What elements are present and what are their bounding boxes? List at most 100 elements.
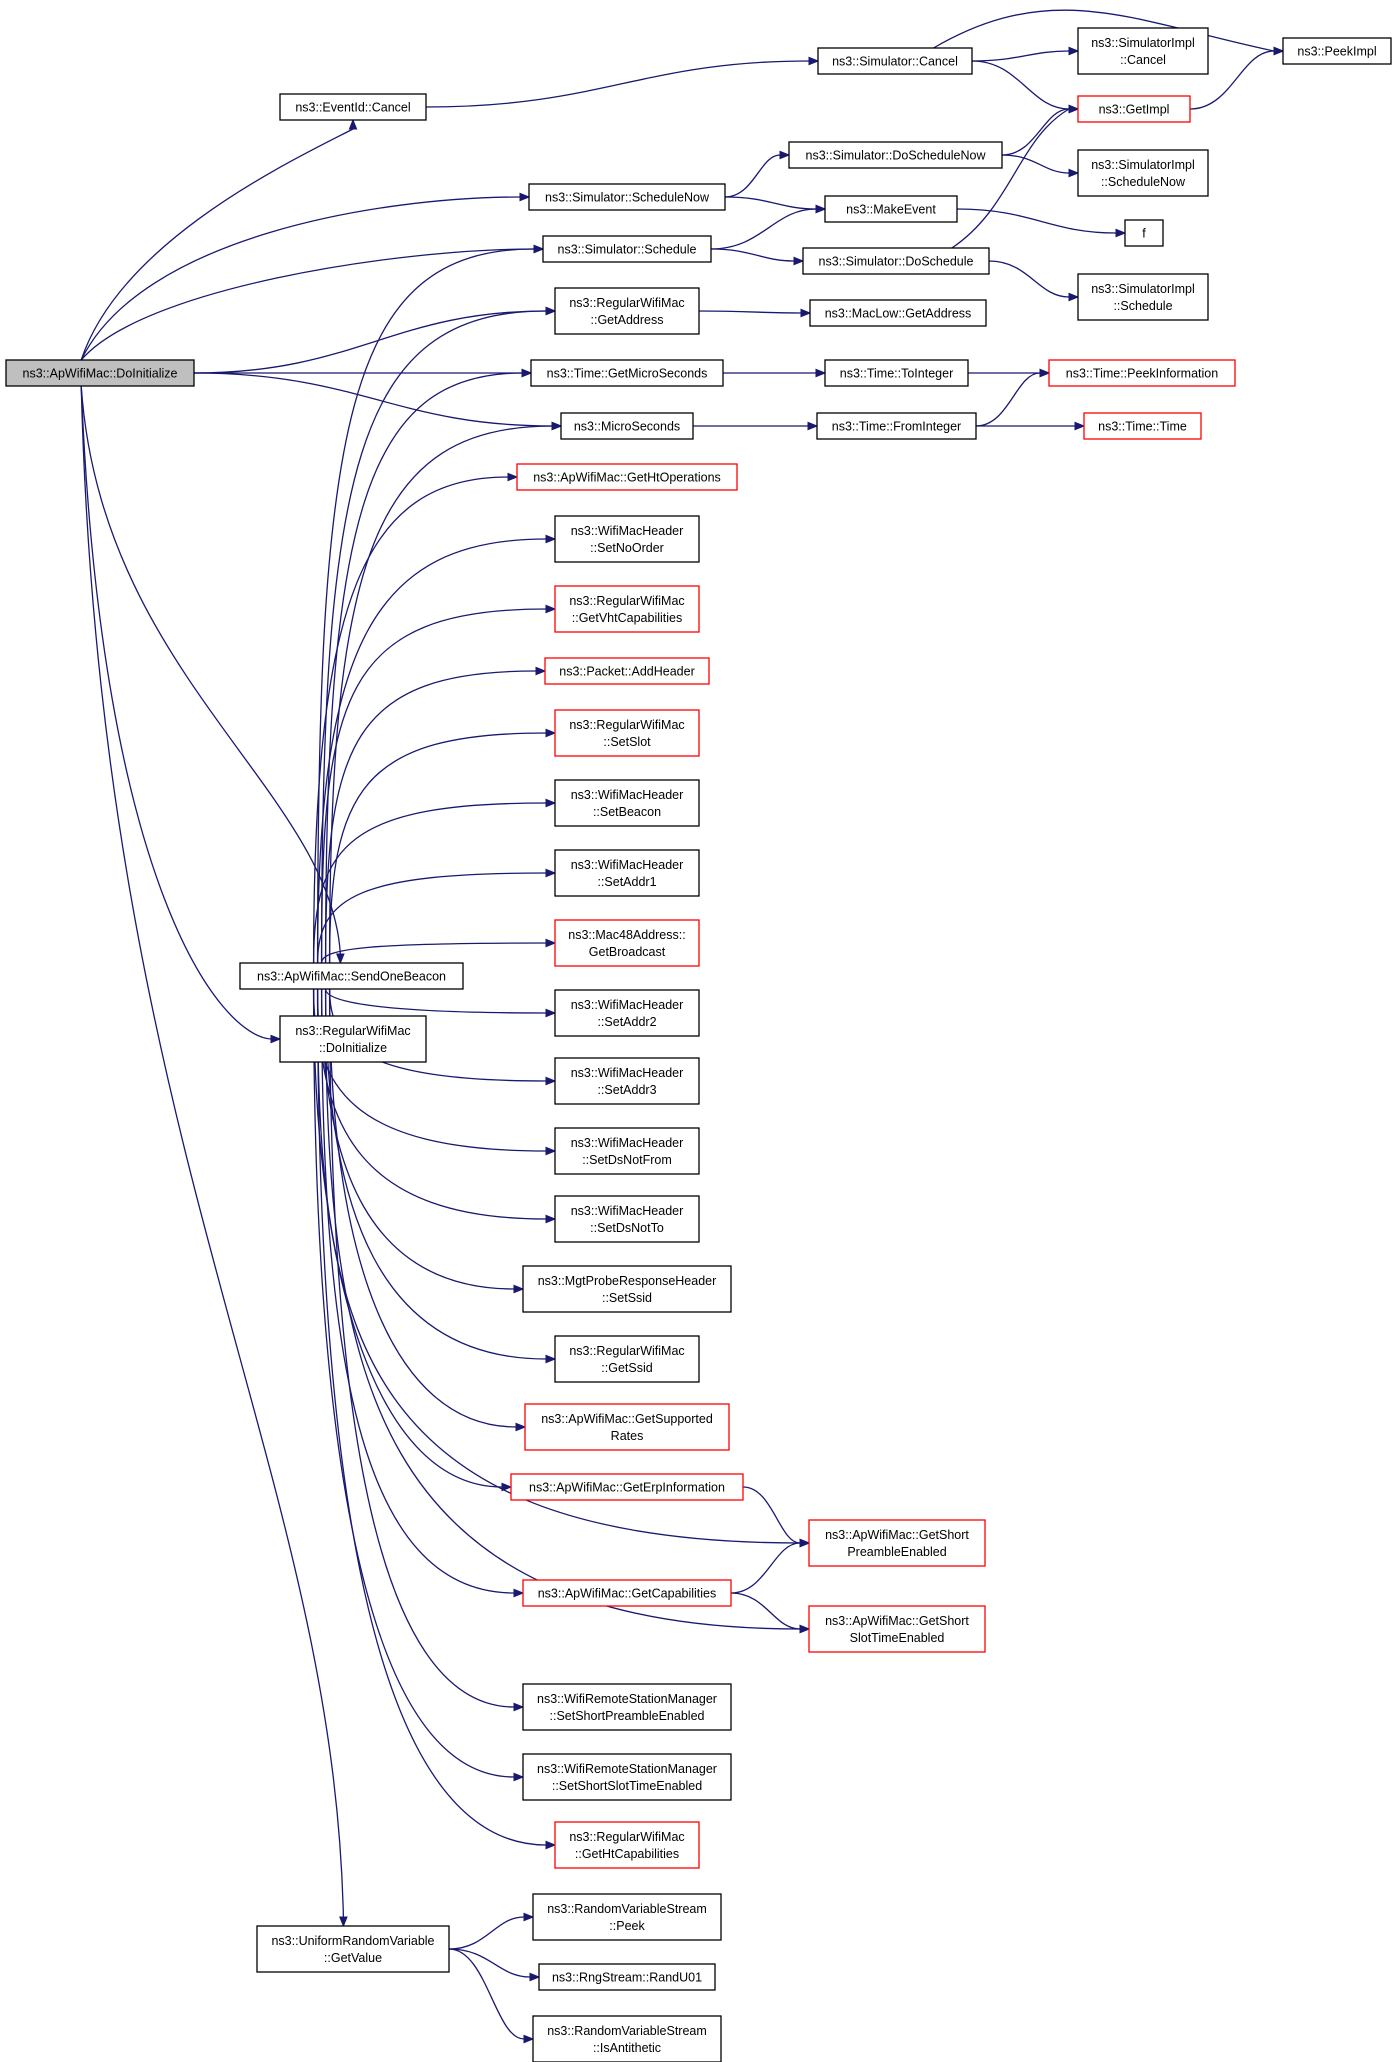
node-box xyxy=(516,463,738,491)
node-ap-gethtoperations[interactable]: ns3::ApWifiMac::GetHtOperations xyxy=(516,463,738,491)
node-simimpl-schedule[interactable]: ns3::SimulatorImpl::Schedule xyxy=(1077,273,1209,321)
edge-sendonebeacon-to-rwm-getaddress xyxy=(320,306,557,964)
node-label: ns3::WifiRemoteStationManager xyxy=(537,1692,717,1706)
edge-sendonebeacon-to-ap-gethtoperations xyxy=(312,472,519,964)
node-rwm-getssid[interactable]: ns3::RegularWifiMac::GetSsid xyxy=(554,1335,700,1383)
node-rngstream-randu01[interactable]: ns3::RngStream::RandU01 xyxy=(538,1963,716,1991)
arrowhead xyxy=(551,421,563,431)
node-sim-doschedulenow[interactable]: ns3::Simulator::DoScheduleNow xyxy=(788,141,1003,169)
node-label: ::GetVhtCapabilities xyxy=(572,611,682,625)
node-simimpl-schedulenow[interactable]: ns3::SimulatorImpl::ScheduleNow xyxy=(1077,149,1209,197)
node-wrsm-setshortslottime[interactable]: ns3::WifiRemoteStationManager::SetShortS… xyxy=(522,1753,732,1801)
node-label: ns3::SimulatorImpl xyxy=(1091,158,1195,172)
node-root[interactable]: ns3::ApWifiMac::DoInitialize xyxy=(5,359,195,387)
edge-line xyxy=(448,1916,525,1950)
node-urv-getvalue[interactable]: ns3::UniformRandomVariable::GetValue xyxy=(256,1925,450,1973)
edge-line xyxy=(724,154,781,198)
edge-time-frominteger-to-time-time xyxy=(976,421,1086,431)
node-maclow-getaddress[interactable]: ns3::MacLow::GetAddress xyxy=(809,299,987,327)
node-label: ns3::Time::PeekInformation xyxy=(1066,367,1218,381)
node-wmh-setbeacon[interactable]: ns3::WifiMacHeader::SetBeacon xyxy=(554,779,700,827)
edge-sim-doschedule-to-getimpl xyxy=(951,104,1080,249)
node-simimpl-cancel[interactable]: ns3::SimulatorImpl::Cancel xyxy=(1077,27,1209,75)
arrowhead xyxy=(507,472,519,482)
node-rwm-getaddress[interactable]: ns3::RegularWifiMac::GetAddress xyxy=(554,287,700,335)
node-wmh-setaddr3[interactable]: ns3::WifiMacHeader::SetAddr3 xyxy=(554,1057,700,1105)
node-mgt-setssid[interactable]: ns3::MgtProbeResponseHeader::SetSsid xyxy=(522,1265,732,1313)
node-label: ns3::RegularWifiMac xyxy=(569,296,684,310)
node-label: ns3::WifiMacHeader xyxy=(571,858,684,872)
node-label: ns3::ApWifiMac::GetHtOperations xyxy=(533,471,721,485)
node-wmh-setdsnotto[interactable]: ns3::WifiMacHeader::SetDsNotTo xyxy=(554,1195,700,1243)
node-ap-geterpinformation[interactable]: ns3::ApWifiMac::GetErpInformation xyxy=(510,1473,744,1501)
arrowhead xyxy=(501,1482,513,1492)
node-box xyxy=(554,919,700,967)
node-time-tointeger[interactable]: ns3::Time::ToInteger xyxy=(824,359,969,387)
node-ap-getcapabilities[interactable]: ns3::ApWifiMac::GetCapabilities xyxy=(522,1579,732,1607)
node-label: ::SetAddr2 xyxy=(597,1015,656,1029)
node-wmh-setdsnotfrom[interactable]: ns3::WifiMacHeader::SetDsNotFrom xyxy=(554,1127,700,1175)
node-box xyxy=(554,1127,700,1175)
node-wmh-setnoorder[interactable]: ns3::WifiMacHeader::SetNoOrder xyxy=(554,515,700,563)
node-peekimpl[interactable]: ns3::PeekImpl xyxy=(1282,37,1392,65)
node-microseconds[interactable]: ns3::MicroSeconds xyxy=(560,412,694,440)
arrowhead xyxy=(336,953,345,965)
node-label: ns3::WifiMacHeader xyxy=(571,788,684,802)
node-label: ns3::WifiMacHeader xyxy=(571,1204,684,1218)
node-eventid-cancel[interactable]: ns3::EventId::Cancel xyxy=(279,93,427,121)
node-box xyxy=(532,2015,722,2062)
node-rwm-getvhtcapabilities[interactable]: ns3::RegularWifiMac::GetVhtCapabilities xyxy=(554,585,700,633)
node-rvs-isantithetic[interactable]: ns3::RandomVariableStream::IsAntithetic xyxy=(532,2015,722,2062)
node-mac48-getbroadcast[interactable]: ns3::Mac48Address::GetBroadcast xyxy=(554,919,700,967)
node-box xyxy=(239,962,464,990)
node-label: ns3::Simulator::ScheduleNow xyxy=(545,191,710,205)
node-sim-cancel[interactable]: ns3::Simulator::Cancel xyxy=(817,47,973,75)
arrowhead xyxy=(545,604,557,614)
node-wmh-setaddr1[interactable]: ns3::WifiMacHeader::SetAddr1 xyxy=(554,849,700,897)
edge-sim-doschedulenow-to-getimpl xyxy=(1001,104,1080,156)
edge-line xyxy=(312,476,509,964)
node-box xyxy=(5,359,195,387)
node-time-getmicroseconds[interactable]: ns3::Time::GetMicroSeconds xyxy=(530,359,724,387)
node-rwm-doinitialize[interactable]: ns3::RegularWifiMac::DoInitialize xyxy=(279,1015,427,1063)
node-box xyxy=(802,247,990,275)
node-time-peekinformation[interactable]: ns3::Time::PeekInformation xyxy=(1048,359,1236,387)
node-label: ::Peek xyxy=(609,1919,645,1933)
arrowhead xyxy=(545,868,557,878)
node-packet-addheader[interactable]: ns3::Packet::AddHeader xyxy=(544,657,710,685)
node-rvs-peek[interactable]: ns3::RandomVariableStream::Peek xyxy=(532,1893,722,1941)
node-sim-doschedule[interactable]: ns3::Simulator::DoSchedule xyxy=(802,247,990,275)
node-rwm-setslot[interactable]: ns3::RegularWifiMac::SetSlot xyxy=(554,709,700,757)
node-sim-schedulenow[interactable]: ns3::Simulator::ScheduleNow xyxy=(528,183,726,211)
node-wmh-setaddr2[interactable]: ns3::WifiMacHeader::SetAddr2 xyxy=(554,989,700,1037)
node-f[interactable]: f xyxy=(1124,219,1164,247)
node-sendonebeacon[interactable]: ns3::ApWifiMac::SendOneBeacon xyxy=(239,962,464,990)
edge-sendonebeacon-to-wmh-setdsnotfrom xyxy=(312,988,557,1156)
node-box xyxy=(817,47,973,75)
node-box xyxy=(554,709,700,757)
node-box xyxy=(808,1519,986,1567)
arrowhead xyxy=(515,1422,527,1432)
node-label: ns3::SimulatorImpl xyxy=(1091,36,1195,50)
node-rwm-gethtcapabilities[interactable]: ns3::RegularWifiMac::GetHtCapabilities xyxy=(554,1821,700,1869)
node-label: ns3::ApWifiMac::DoInitialize xyxy=(23,367,178,381)
node-sim-schedule[interactable]: ns3::Simulator::Schedule xyxy=(542,235,712,263)
arrowhead xyxy=(1115,228,1127,238)
node-label: ns3::RandomVariableStream xyxy=(547,2024,707,2038)
edge-line xyxy=(320,608,547,964)
edge-line xyxy=(971,50,1070,62)
node-makeevent[interactable]: ns3::MakeEvent xyxy=(824,195,958,223)
function-nodes: ns3::ApWifiMac::DoInitialize ns3::EventId… xyxy=(5,27,1392,2062)
node-wrsm-setshortpreamble[interactable]: ns3::WifiRemoteStationManager::SetShortP… xyxy=(522,1683,732,1731)
node-box xyxy=(808,1605,986,1653)
arrowhead xyxy=(348,118,358,130)
node-time-frominteger[interactable]: ns3::Time::FromInteger xyxy=(816,412,977,440)
node-time-time[interactable]: ns3::Time::Time xyxy=(1083,412,1202,440)
arrowhead xyxy=(529,1972,541,1982)
node-getimpl[interactable]: ns3::GetImpl xyxy=(1077,95,1191,123)
node-label: SlotTimeEnabled xyxy=(850,1631,945,1645)
